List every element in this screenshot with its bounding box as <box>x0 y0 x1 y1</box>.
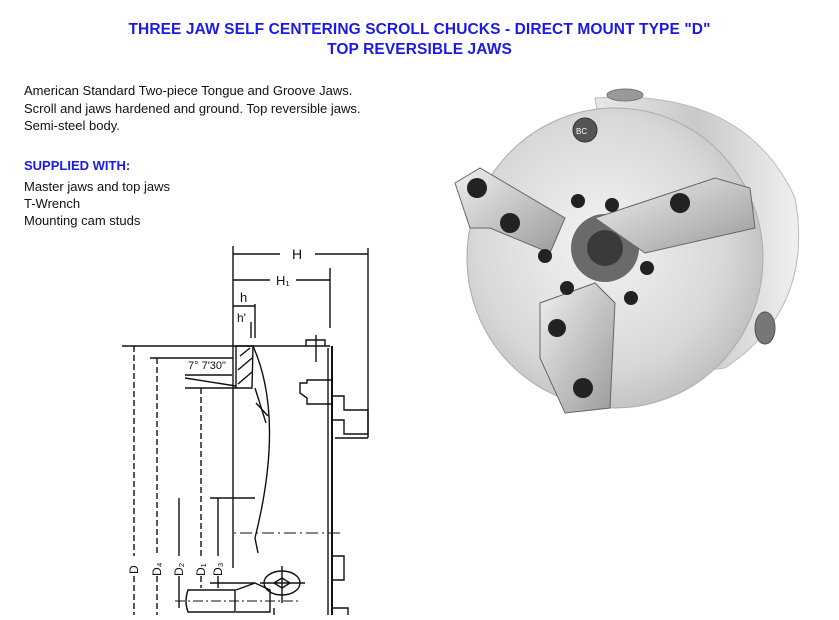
label-h: h <box>240 290 247 305</box>
label-D2: D₂ <box>172 562 186 576</box>
label-angle: 7° 7'30" <box>188 360 226 372</box>
title-line-1: THREE JAW SELF CENTERING SCROLL CHUCKS -… <box>128 21 711 38</box>
label-H: H <box>292 246 302 262</box>
supplied-item: T-Wrench <box>24 196 81 211</box>
dimension-diagram: H H₁ h h' 7° 7'30" <box>110 238 410 620</box>
description-line: Semi-steel body. <box>24 118 120 133</box>
supplied-heading: SUPPLIED WITH: <box>24 158 131 173</box>
description: American Standard Two-piece Tongue and G… <box>24 82 361 135</box>
label-D4: D₄ <box>150 562 164 576</box>
supplied-item: Mounting cam studs <box>24 213 141 228</box>
supplied-list: Master jaws and top jaws T-Wrench Mounti… <box>24 178 170 229</box>
label-D3: D₃ <box>211 562 225 576</box>
description-line: American Standard Two-piece Tongue and G… <box>24 83 353 98</box>
label-D: D <box>127 565 141 574</box>
chuck-photo: BC <box>445 78 820 418</box>
supplied-item: Master jaws and top jaws <box>24 179 170 194</box>
jaw-lower <box>539 282 616 414</box>
jaw-upper-right <box>593 177 756 254</box>
logo-text: BC <box>576 127 587 136</box>
jaw-upper-left <box>454 167 566 254</box>
title-line-2: TOP REVERSIBLE JAWS <box>327 41 512 58</box>
description-line: Scroll and jaws hardened and ground. Top… <box>24 100 361 116</box>
page-title: THREE JAW SELF CENTERING SCROLL CHUCKS -… <box>0 20 839 60</box>
label-H1: H₁ <box>276 273 290 288</box>
label-D1: D₁ <box>194 563 208 576</box>
label-h-prime: h' <box>237 311 246 325</box>
